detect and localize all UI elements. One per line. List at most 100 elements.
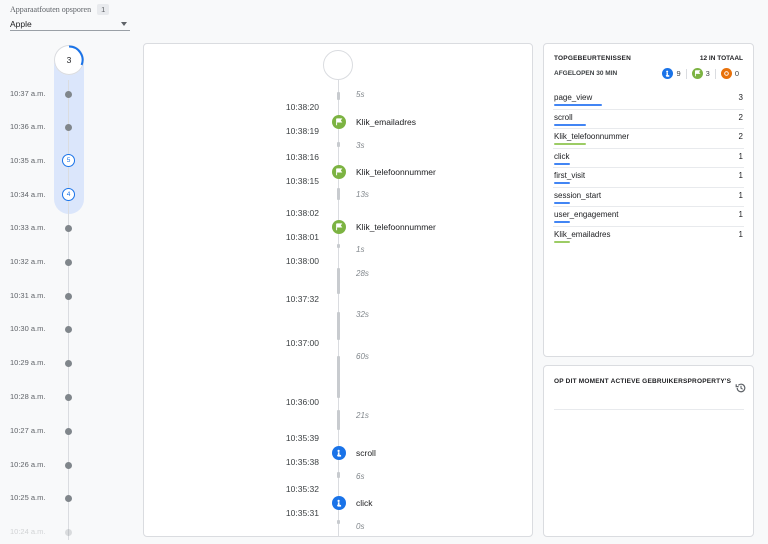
minute-time: 10:37 a.m. <box>10 89 46 98</box>
gap-duration: 32s <box>356 310 369 319</box>
event-name[interactable]: Klik_telefoonnummer <box>356 222 436 232</box>
event-name[interactable]: scroll <box>356 448 376 458</box>
minute-row[interactable]: 10:36 a.m. <box>0 120 140 134</box>
minute-row[interactable]: 10:30 a.m. <box>0 322 140 336</box>
gap-duration: 3s <box>356 141 365 150</box>
error-count: 0 <box>734 69 739 78</box>
event-name[interactable]: Klik_telefoonnummer <box>356 167 436 177</box>
event-timestamp: 10:38:00 <box>285 256 319 266</box>
minute-dot[interactable] <box>65 495 72 502</box>
minute-dot[interactable] <box>65 91 72 98</box>
event-name[interactable]: Klik_emailadres <box>356 117 416 127</box>
minute-dot[interactable] <box>65 428 72 435</box>
flag-icon[interactable] <box>332 165 346 179</box>
minute-time: 10:33 a.m. <box>10 223 46 232</box>
device-select-value: Apple <box>10 18 32 29</box>
event-timestamp: 10:38:16 <box>285 152 319 162</box>
event-timestamp: 10:38:19 <box>285 126 319 136</box>
flag-icon <box>691 68 703 79</box>
minute-time: 10:25 a.m. <box>10 493 46 502</box>
event-type-counts: 9 3 0 <box>662 68 739 79</box>
minute-event-count[interactable]: 4 <box>62 188 75 201</box>
minute-row[interactable]: 10:31 a.m. <box>0 289 140 303</box>
gap-bar <box>337 268 340 294</box>
top-event-name: click <box>554 151 570 161</box>
minute-dot[interactable] <box>65 326 72 333</box>
error-icon <box>720 68 732 79</box>
minute-dot[interactable] <box>65 360 72 367</box>
minute-dot[interactable] <box>65 293 72 300</box>
gap-bar <box>337 244 340 248</box>
top-event-row[interactable]: click 1 <box>553 149 744 168</box>
gap-duration: 13s <box>356 190 369 199</box>
gap-duration: 60s <box>356 352 369 361</box>
top-event-name: user_engagement <box>554 210 619 219</box>
minute-row[interactable]: 10:28 a.m. <box>0 390 140 404</box>
top-event-bar <box>554 221 570 223</box>
top-events-total: 12 IN TOTAAL <box>699 55 743 62</box>
device-select[interactable]: Apple <box>10 17 130 31</box>
touch-icon[interactable] <box>332 446 346 460</box>
top-event-row[interactable]: session_start 1 <box>553 188 744 207</box>
top-event-row[interactable]: Klik_emailadres 1 <box>553 227 744 247</box>
touch-count: 9 <box>676 69 681 78</box>
top-event-name: first_visit <box>554 171 586 180</box>
flag-icon[interactable] <box>332 115 346 129</box>
touch-icon[interactable] <box>332 496 346 510</box>
minute-row[interactable]: 10:29 a.m. <box>0 356 140 370</box>
event-timestamp: 10:38:20 <box>285 102 319 112</box>
top-event-bar <box>554 143 586 145</box>
top-event-bar <box>554 162 570 165</box>
minute-row[interactable]: 10:37 a.m. <box>0 87 140 101</box>
minute-dot[interactable] <box>65 462 72 469</box>
gap-duration: 28s <box>356 269 369 278</box>
minute-row[interactable]: 10:25 a.m. <box>0 491 140 505</box>
top-event-count: 3 <box>738 93 743 102</box>
minute-dot[interactable] <box>65 529 72 536</box>
top-events-period: AFGELOPEN 30 MIN <box>554 70 618 77</box>
minute-dot[interactable] <box>65 394 72 401</box>
minute-event-count[interactable]: 5 <box>62 154 75 167</box>
gap-duration: 21s <box>356 411 369 420</box>
minute-dot[interactable] <box>65 225 72 232</box>
minute-row[interactable]: 10:35 a.m. 5 <box>0 154 140 168</box>
flag-icon[interactable] <box>332 220 346 234</box>
minute-time: 10:34 a.m. <box>10 190 46 199</box>
divider <box>554 409 744 410</box>
event-name[interactable]: click <box>356 498 373 508</box>
top-event-count: 1 <box>738 229 743 239</box>
minute-row[interactable]: 10:34 a.m. 4 <box>0 188 140 202</box>
current-minute-counter[interactable]: 3 <box>54 45 84 75</box>
minute-row[interactable]: 10:26 a.m. <box>0 458 140 472</box>
user-properties-title: OP DIT MOMENT ACTIEVE GEBRUIKERSPROPERTY… <box>554 378 732 385</box>
gap-bar <box>337 142 340 147</box>
top-event-row[interactable]: Klik_telefoonnummer 2 <box>553 129 744 149</box>
gap-bar <box>337 356 340 398</box>
top-event-row[interactable]: page_view 3 <box>553 90 744 110</box>
top-event-row[interactable]: scroll 2 <box>553 110 744 129</box>
touch-icon <box>662 68 674 79</box>
minute-row[interactable]: 10:33 a.m. <box>0 221 140 235</box>
minute-time: 10:27 a.m. <box>10 426 46 435</box>
top-event-bar <box>554 182 570 184</box>
user-properties-panel: OP DIT MOMENT ACTIEVE GEBRUIKERSPROPERTY… <box>543 365 754 537</box>
top-event-count: 1 <box>738 151 743 161</box>
minute-row[interactable]: 10:27 a.m. <box>0 424 140 438</box>
top-event-name: page_view <box>554 93 593 102</box>
top-event-row[interactable]: first_visit 1 <box>553 168 744 188</box>
minute-time: 10:24 a.m. <box>10 527 46 536</box>
current-minute-count: 3 <box>66 55 72 65</box>
top-event-row[interactable]: user_engagement 1 <box>553 207 744 227</box>
top-events-list: page_view 3 scroll 2 Klik_telefoonnummer… <box>553 90 744 246</box>
history-icon[interactable] <box>735 382 747 394</box>
gap-bar <box>337 472 340 478</box>
gap-duration: 0s <box>356 522 365 531</box>
minute-row[interactable]: 10:24 a.m. <box>0 525 140 539</box>
top-event-count: 1 <box>738 190 743 200</box>
top-event-name: Klik_telefoonnummer <box>554 132 630 141</box>
top-event-bar <box>554 104 602 106</box>
top-event-name: session_start <box>554 190 602 200</box>
minute-dot[interactable] <box>65 259 72 266</box>
minute-row[interactable]: 10:32 a.m. <box>0 255 140 269</box>
minute-dot[interactable] <box>65 124 72 131</box>
